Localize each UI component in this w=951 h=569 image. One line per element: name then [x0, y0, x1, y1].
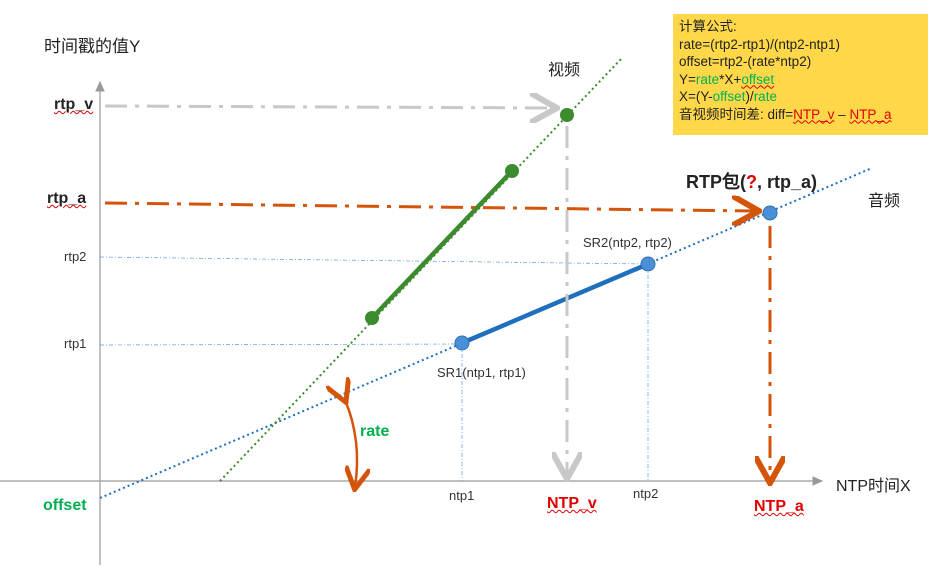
- formula-diff-a: 音视频时间差: diff=: [679, 106, 794, 122]
- rtp-a-label: rtp_a: [47, 190, 87, 207]
- ntp1-label: ntp1: [449, 488, 475, 503]
- ntp2-label: ntp2: [633, 486, 659, 501]
- rtp-v-arrow: [104, 106, 554, 108]
- formula-y-b: *X+: [719, 71, 742, 87]
- sr2-label: SR2(ntp2, rtp2): [583, 235, 672, 250]
- video-segment: [370, 169, 514, 320]
- rtp-packet-prefix: RTP包(: [686, 172, 746, 192]
- rtp-packet-point: [762, 205, 778, 221]
- offset-label: offset: [43, 497, 87, 514]
- formula-y-a: Y=: [679, 71, 696, 87]
- formula-diff-minus: –: [834, 106, 850, 122]
- rtp2-label: rtp2: [64, 249, 87, 264]
- formula-x-offset: offset: [712, 89, 746, 104]
- sr1-point: [454, 335, 470, 351]
- rtp-a-arrow: [104, 203, 756, 211]
- formula-offset: offset=rtp2-(rate*ntp2): [679, 54, 812, 69]
- formula-x: X=(Y-offset)/rate: [679, 88, 922, 106]
- video-point-rtp-v: [560, 108, 574, 122]
- rtp1-guide: [99, 343, 461, 346]
- sr1-label: SR1(ntp1, rtp1): [437, 365, 526, 380]
- rate-arc: [345, 400, 357, 487]
- formula-x-a: X=(Y-: [679, 89, 713, 104]
- ntp-a-label: NTP_a: [754, 498, 804, 515]
- formula-y-offset: offset: [741, 71, 775, 87]
- video-point-1: [365, 311, 379, 325]
- x-axis-title: NTP时间X: [836, 478, 911, 495]
- rate-label: rate: [360, 423, 390, 440]
- formula-diff-ntp-a: NTP_a: [849, 106, 892, 122]
- formula-diff-ntp-v: NTP_v: [793, 106, 835, 122]
- audio-line-label: 音频: [868, 193, 901, 210]
- rtp2-guide: [99, 256, 647, 265]
- rtp-v-label: rtp_v: [54, 96, 94, 113]
- y-axis-title: 时间戳的值Y: [44, 37, 141, 56]
- sr2-point: [640, 256, 656, 272]
- rtp-packet-unknown: ?: [746, 172, 757, 192]
- rtp-packet-suffix: , rtp_a): [757, 172, 818, 192]
- formula-x-rate: rate: [753, 89, 777, 104]
- formula-y: Y=rate*X+offset: [679, 71, 922, 89]
- formula-diff: 音视频时间差: diff=NTP_v – NTP_a: [679, 106, 922, 124]
- rtp-packet-label: RTP包(?, rtp_a): [686, 168, 817, 194]
- video-point-2: [505, 164, 519, 178]
- rtp1-label: rtp1: [64, 336, 87, 351]
- ntp-v-label: NTP_v: [547, 495, 597, 512]
- audio-segment: [461, 261, 649, 346]
- formula-title: 计算公式:: [679, 19, 737, 34]
- formula-box: 计算公式: rate=(rtp2-rtp1)/(ntp2-ntp1) offse…: [673, 14, 928, 135]
- formula-y-rate: rate: [695, 71, 720, 87]
- formula-x-b: )/: [745, 89, 754, 104]
- formula-rate: rate=(rtp2-rtp1)/(ntp2-ntp1): [679, 36, 840, 52]
- video-line-label: 视频: [548, 62, 581, 79]
